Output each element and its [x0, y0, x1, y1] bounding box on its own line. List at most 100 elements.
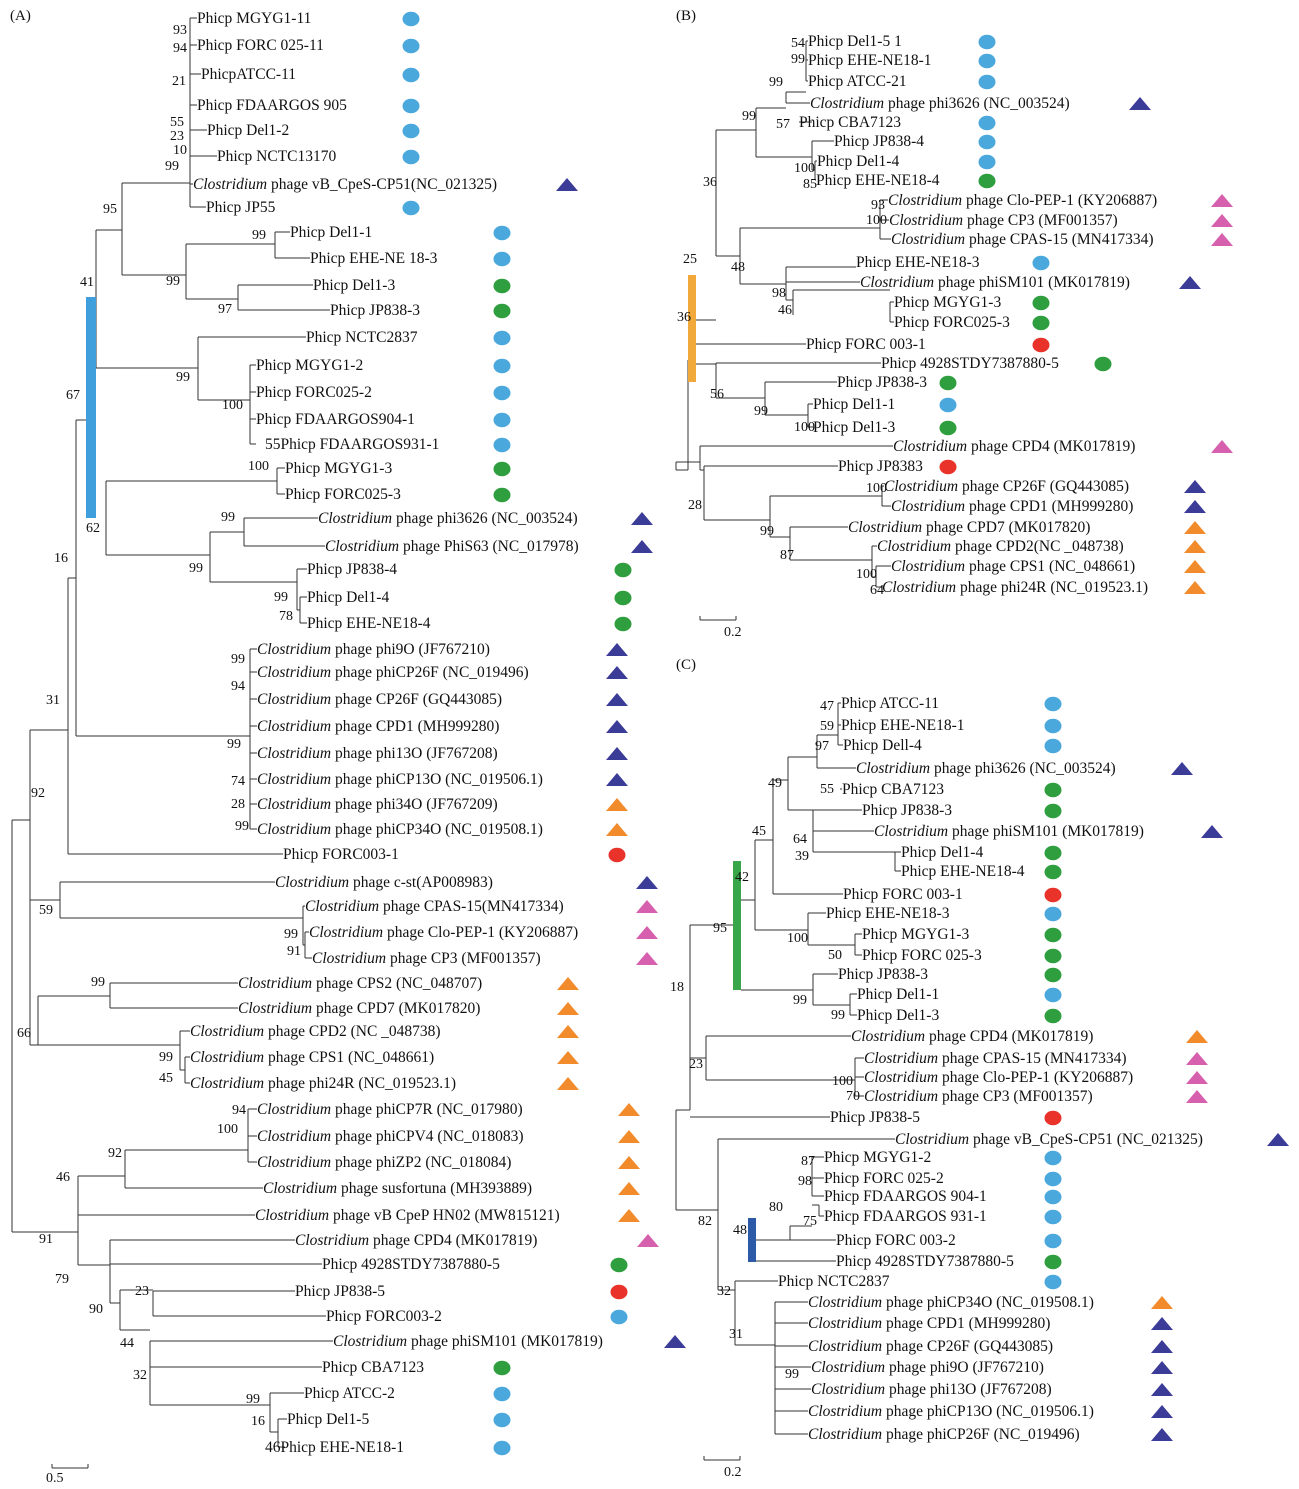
navy-triangle-marker — [631, 540, 653, 553]
orange-triangle-marker — [618, 1182, 640, 1195]
support-value: 99 — [235, 819, 249, 834]
green-circle-marker — [1032, 315, 1050, 331]
leaf-name: Phicp CBA7123 — [842, 781, 944, 798]
leaf-name: Phicp FORC 025-3 — [862, 947, 982, 964]
support-value: 45 — [752, 824, 766, 839]
leaf-name: phage phiCP34O (NC_019508.1) — [331, 821, 543, 838]
navy-triangle-marker — [606, 666, 628, 679]
leaf-name: phage CPD4 (MK017819) — [925, 1028, 1093, 1045]
support-value: 57 — [776, 117, 790, 132]
leaf-name: Phicp EHE-NE18-4 — [901, 863, 1025, 880]
leaf-name: Phicp JP55 — [206, 199, 276, 216]
genus-name: Clostridium — [257, 771, 331, 788]
leaf-label: Phicp JP838-3 — [838, 966, 928, 983]
leaf-label: Phicp MGYG1-3 — [285, 460, 392, 477]
genus-name: Clostridium — [190, 1075, 264, 1092]
genus-name: Clostridium — [808, 1338, 882, 1355]
green-circle-marker — [493, 278, 511, 294]
support-value: 99 — [176, 370, 190, 385]
leaf-label: Phicp EHE-NE18-4 — [307, 615, 431, 632]
leaf-name: phage susfortuna (MH393889) — [337, 1180, 532, 1197]
genus-name: Clostridium — [255, 1207, 329, 1224]
leaf-label: Phicp FORC 003-1 — [843, 886, 963, 903]
genus-name: Clostridium — [860, 274, 934, 291]
leaf-name: Phicp EHE-NE18-4 — [307, 615, 431, 632]
blue-circle-marker — [402, 98, 420, 114]
leaf-label: Clostridium phage CPD4 (MK017819) — [893, 438, 1135, 455]
leaf-name: phage phi24R (NC_019523.1) — [956, 579, 1148, 596]
navy-triangle-marker — [1184, 480, 1206, 493]
leaf-label: Phicp CBA7123 — [842, 781, 944, 798]
green-circle-marker — [1044, 845, 1062, 861]
leaf-label: Clostridium phage CP26F (GQ443085) — [884, 478, 1129, 495]
support-value: 95 — [103, 202, 117, 217]
support-value: 100 — [866, 481, 887, 496]
navy-triangle-marker — [606, 773, 628, 786]
green-circle-marker — [1044, 1254, 1062, 1270]
orange-triangle-marker — [557, 977, 579, 990]
leaf-name: Phicp 4928STDY7387880-5 — [322, 1256, 500, 1273]
leaf-name: Phicp NCTC2837 — [778, 1273, 890, 1290]
panel-label: (A) — [10, 8, 31, 24]
support-value: 46 — [778, 303, 792, 318]
leaf-label: Phicp CBA7123 — [799, 114, 901, 131]
leaf-name: phage phi3626 (NC_003524) — [884, 95, 1070, 112]
green-circle-marker — [610, 1257, 628, 1273]
leaf-name: phage phi34O (JF767209) — [331, 796, 498, 813]
leaf-label: Phicp EHE-NE18-3 — [826, 905, 950, 922]
support-value: 100 — [248, 459, 269, 474]
genus-name: Clostridium — [864, 1050, 938, 1067]
blue-circle-marker — [1044, 738, 1062, 754]
leaf-name: phage CPD4 (MK017819) — [369, 1232, 537, 1249]
navy-triangle-marker — [1151, 1340, 1173, 1353]
leaf-label: Phicp Del1-1 — [857, 986, 939, 1003]
green-circle-marker — [978, 173, 996, 189]
support-value: 99 — [793, 993, 807, 1008]
leaf-label: Phicp FORC 003-1 — [806, 336, 926, 353]
leaf-label: Phicp MGYG1-2 — [256, 357, 363, 374]
leaf-name: Phicp JP838-3 — [837, 374, 927, 391]
leaf-name: Phicp Del1-4 — [817, 153, 899, 170]
leaf-support-value: 55 — [265, 436, 281, 453]
genus-name: Clostridium — [891, 231, 965, 248]
orange-triangle-marker — [1184, 560, 1206, 573]
red-circle-marker — [1044, 887, 1062, 903]
pink-triangle-marker — [1211, 214, 1233, 227]
support-value: 67 — [66, 388, 80, 403]
blue-circle-marker — [978, 53, 996, 69]
support-value: 45 — [159, 1071, 173, 1086]
support-value: 36 — [703, 175, 717, 190]
leaf-name: phage Clo-PEP-1 (KY206887) — [962, 192, 1157, 209]
pink-triangle-marker — [636, 926, 658, 939]
leaf-name: Phicp FORC003-2 — [326, 1308, 442, 1325]
support-value: 23 — [689, 1057, 703, 1072]
leaf-name: phage phiCPV4 (NC_018083) — [331, 1128, 523, 1145]
blue-circle-marker — [1044, 1150, 1062, 1166]
support-value: 97 — [815, 739, 829, 754]
support-value: 99 — [785, 1367, 799, 1382]
leaf-label: Clostridium phage vB_CpeS-CP51 (NC_02132… — [895, 1131, 1203, 1148]
support-value: 28 — [231, 797, 245, 812]
support-value: 100 — [787, 931, 808, 946]
support-value: 99 — [754, 404, 768, 419]
genus-name: Clostridium — [238, 1000, 312, 1017]
leaf-label: Phicp FORC025-3 — [894, 314, 1010, 331]
support-value: 99 — [227, 737, 241, 752]
leaf-name: Phicp FORC 003-2 — [836, 1232, 956, 1249]
genus-name: Clostridium — [893, 438, 967, 455]
leaf-label: Clostridium phage CPD2(NC _048738) — [877, 538, 1124, 555]
leaf-label: Phicp JP55 — [206, 199, 276, 216]
leaf-name: Phicp FORC025-3 — [285, 486, 401, 503]
green-circle-marker — [939, 420, 957, 436]
navy-triangle-marker — [606, 693, 628, 706]
leaf-label: Clostridium phage CPD7 (MK017820) — [848, 519, 1090, 536]
leaf-name: Phicp NCTC13170 — [217, 148, 337, 165]
leaf-name: phage CPD2(NC _048738) — [951, 538, 1124, 555]
leaf-name: Phicp JP838-3 — [330, 302, 420, 319]
blue-circle-marker — [493, 437, 511, 453]
support-value: 56 — [710, 387, 724, 402]
green-circle-marker — [1044, 1008, 1062, 1024]
clade-bar — [748, 1218, 756, 1262]
genus-name: Clostridium — [275, 874, 349, 891]
